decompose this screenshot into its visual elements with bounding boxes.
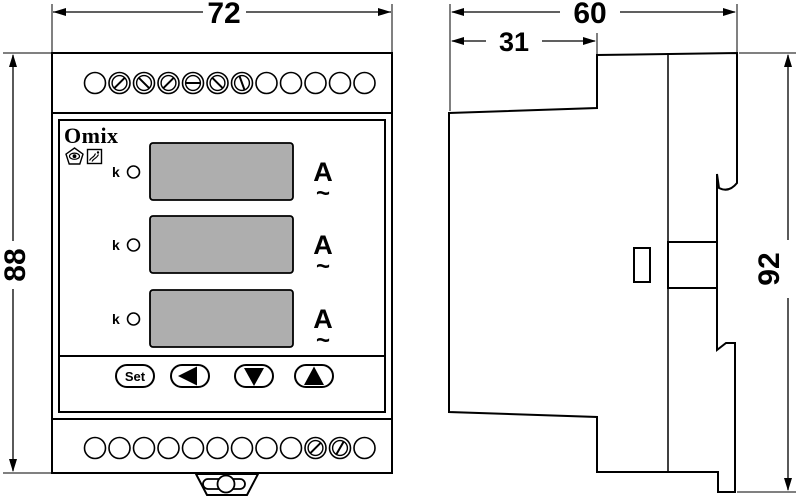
screw-slot [138, 77, 150, 89]
terminal-hole [83, 436, 107, 460]
arrowhead [723, 8, 736, 16]
terminal-hole [230, 436, 254, 460]
terminal-hole [353, 71, 376, 95]
din-clip-tab [194, 473, 260, 496]
ampere-label: A [313, 304, 333, 334]
arrowhead [784, 54, 792, 67]
up-arrow-icon [304, 366, 324, 385]
ac-symbol: ~ [316, 180, 330, 207]
side-height-value: 92 [753, 252, 786, 285]
arrowhead [451, 37, 464, 45]
ampere-label: A [313, 157, 333, 187]
button-left [170, 364, 210, 388]
arrowhead [53, 8, 66, 16]
screw-slot [162, 77, 175, 89]
kilo-label: k [112, 164, 120, 180]
screw-slot [309, 442, 322, 454]
arrowhead [451, 8, 464, 16]
display-row-1: k A ~ [112, 142, 333, 207]
terminal-hole [279, 436, 303, 460]
screw-head [233, 74, 251, 92]
rosette-badge-icon [86, 148, 103, 165]
screw-head [184, 74, 202, 92]
terminal-hole [304, 71, 327, 95]
led-indicator [126, 238, 141, 252]
terminal-hole [279, 71, 303, 95]
terminal-hole [255, 71, 278, 95]
terminal-hole [132, 436, 156, 460]
ac-symbol: ~ [316, 327, 330, 354]
screw-head [111, 74, 128, 92]
display-row-2: k A ~ [112, 215, 333, 280]
screw-slot [238, 75, 246, 91]
screw-head [331, 439, 349, 457]
front-view: Omix k A ~ k A ~ k [51, 52, 393, 496]
side-view [448, 51, 738, 493]
down-arrow-icon [244, 368, 264, 386]
screw-head [209, 74, 226, 92]
side-slot [633, 247, 651, 283]
lcd-display [149, 142, 294, 201]
arrowhead [583, 37, 596, 45]
led-indicator [126, 165, 141, 179]
terminal-hole [181, 436, 205, 460]
terminal-hole [328, 71, 352, 95]
ampere-label: A [313, 230, 333, 260]
arrowhead [378, 8, 391, 16]
terminal-hole [83, 71, 107, 95]
arrowhead [9, 459, 17, 472]
button-down [234, 364, 274, 388]
dimension-bezel-depth: 31 [451, 27, 598, 57]
terminal-hole [206, 436, 229, 460]
arrowhead [784, 478, 792, 491]
bezel-depth-value: 31 [499, 27, 529, 57]
screw-slot [113, 77, 126, 89]
led-indicator [126, 312, 141, 326]
front-width-value: 72 [207, 0, 240, 30]
terminal-hole [353, 436, 376, 460]
button-set: Set [115, 364, 155, 388]
set-button-label: Set [125, 369, 146, 384]
dimension-total-depth: 60 [449, 0, 738, 111]
screw-head [160, 74, 177, 92]
screw-slot [211, 77, 224, 89]
kilo-label: k [112, 237, 120, 253]
lcd-display [149, 215, 294, 274]
total-depth-value: 60 [573, 0, 606, 30]
dimension-front-width: 72 [51, 0, 393, 52]
clip-circle [216, 474, 236, 494]
front-height-value: 88 [0, 248, 32, 281]
ac-symbol: ~ [316, 253, 330, 280]
lcd-display [149, 289, 294, 348]
eye-badge-icon [65, 147, 84, 165]
terminal-hole [255, 436, 278, 460]
arrowhead [9, 54, 17, 67]
screw-head [135, 74, 153, 92]
terminal-row-bottom [83, 436, 376, 460]
dimension-front-height: 88 [0, 52, 51, 474]
kilo-label: k [112, 311, 120, 327]
screw-slot [335, 441, 345, 455]
terminal-hole [108, 436, 131, 460]
screw-head [307, 439, 324, 457]
side-profile-outline [448, 51, 738, 493]
display-row-3: k A ~ [112, 289, 333, 354]
left-arrow-icon [178, 366, 197, 386]
terminal-row-top [83, 71, 376, 95]
terminal-hole [157, 436, 180, 460]
dimension-side-height: 92 [737, 52, 796, 493]
din-rail-section [667, 241, 718, 289]
button-up [294, 364, 334, 388]
brand-logo: Omix [64, 123, 119, 148]
